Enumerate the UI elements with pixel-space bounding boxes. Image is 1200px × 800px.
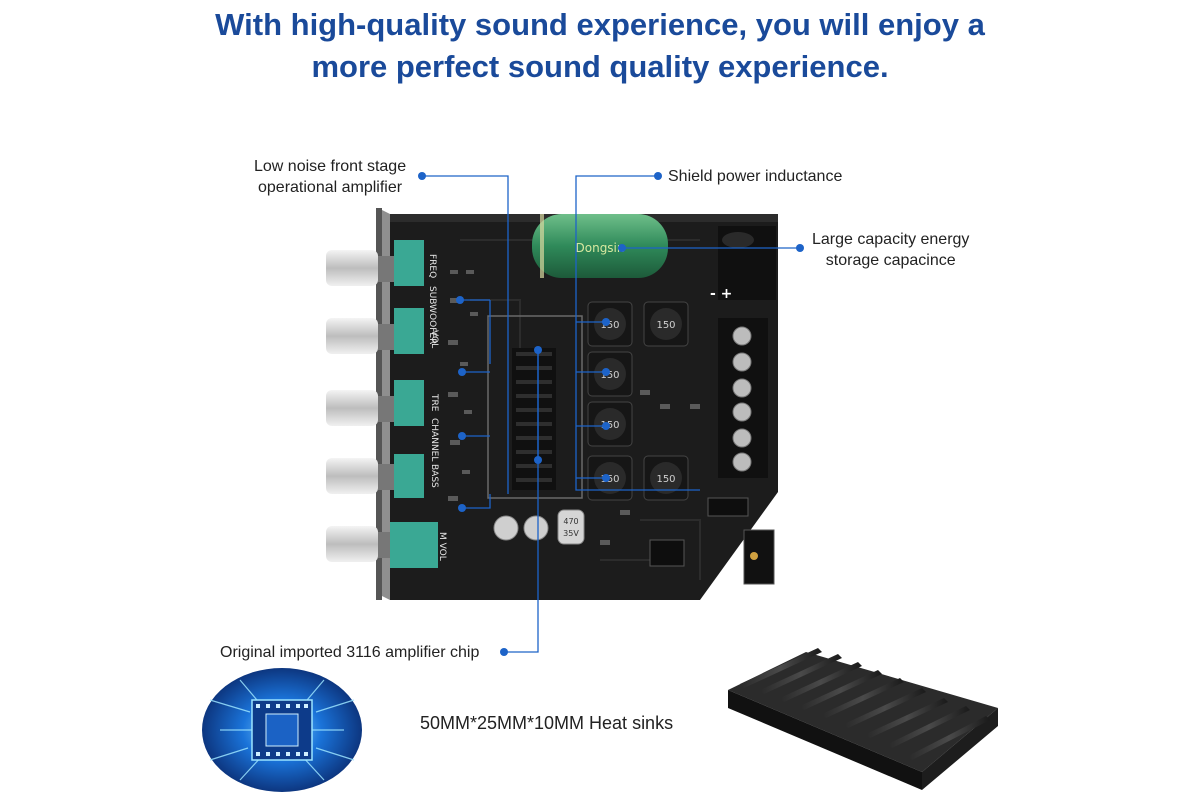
inductor: 150 — [587, 301, 633, 347]
inductor-mark: 150 — [656, 320, 675, 331]
knob-column — [326, 240, 438, 568]
capacitor-brand: Dongsin — [576, 241, 625, 255]
knob-label-bass: BASS — [429, 464, 439, 488]
callout-lines — [422, 175, 800, 653]
inductor: 150 — [587, 401, 633, 447]
inductor: 150 — [587, 351, 633, 397]
knob-label-m-vol: M VOL — [437, 532, 447, 561]
knob-label-freq: FREQ — [427, 254, 437, 278]
energy-capacitor: Dongsin — [532, 214, 668, 278]
callout-capacitor-line-2: storage capacince — [825, 252, 956, 269]
knob-label-vol: VOL — [429, 330, 439, 348]
inductor: 150 — [643, 301, 689, 347]
inductor-mark: 150 — [656, 474, 675, 485]
knob-label-tre: TRE — [429, 393, 439, 412]
terminal-block — [718, 318, 768, 478]
knob-label-subwoofer: SUBWOOFER — [427, 286, 437, 344]
callout-inductance: Shield power inductance — [668, 168, 843, 185]
callout-dots — [418, 172, 804, 656]
chip-illustration — [202, 668, 362, 792]
knob-label-channel: CHANNEL — [429, 418, 439, 461]
heatsink-illustration — [728, 648, 998, 790]
callout-opamp-line-1: Low noise front stage — [254, 158, 407, 175]
small-capacitors: 470 35V — [493, 509, 585, 545]
headline-line-1: With high-quality sound experience, you … — [215, 7, 985, 42]
callout-chip: Original imported 3116 amplifier chip — [220, 644, 480, 661]
inductors: 150 150 150 150 150 150 — [587, 301, 689, 501]
headline: With high-quality sound experience, you … — [0, 4, 1200, 88]
knob — [326, 240, 424, 286]
small-cap-mark-2: 35V — [563, 529, 579, 538]
power-polarity-mark: - + — [710, 286, 732, 302]
knob-labels: FREQ SUBWOOFER VOL TRE CHANNEL BASS M VO… — [427, 254, 447, 561]
knob — [326, 454, 424, 498]
knob — [326, 380, 424, 426]
callout-capacitor: Large capacity energy storage capacince — [812, 229, 969, 271]
small-cap-mark-1: 470 — [563, 517, 578, 526]
inductor-mark: 150 — [600, 370, 619, 381]
heatsink-caption: 50MM*25MM*10MM Heat sinks — [420, 713, 674, 733]
callout-capacitor-line-1: Large capacity energy — [812, 231, 970, 248]
inductor-mark: 150 — [600, 320, 619, 331]
power-jack: - + — [710, 226, 776, 302]
knob — [326, 308, 424, 354]
inductor-mark: 150 — [600, 474, 619, 485]
inductor: 150 — [643, 455, 689, 501]
amplifier-chip — [487, 315, 583, 499]
knob — [326, 522, 438, 568]
headline-line-2: more perfect sound quality experience. — [311, 49, 889, 84]
callout-opamp: Low noise front stage operational amplif… — [254, 156, 406, 198]
bluetooth-module — [649, 497, 775, 585]
inductor-mark: 150 — [600, 420, 619, 431]
callout-opamp-line-2: operational amplifier — [258, 179, 403, 196]
smd-components — [448, 270, 700, 545]
